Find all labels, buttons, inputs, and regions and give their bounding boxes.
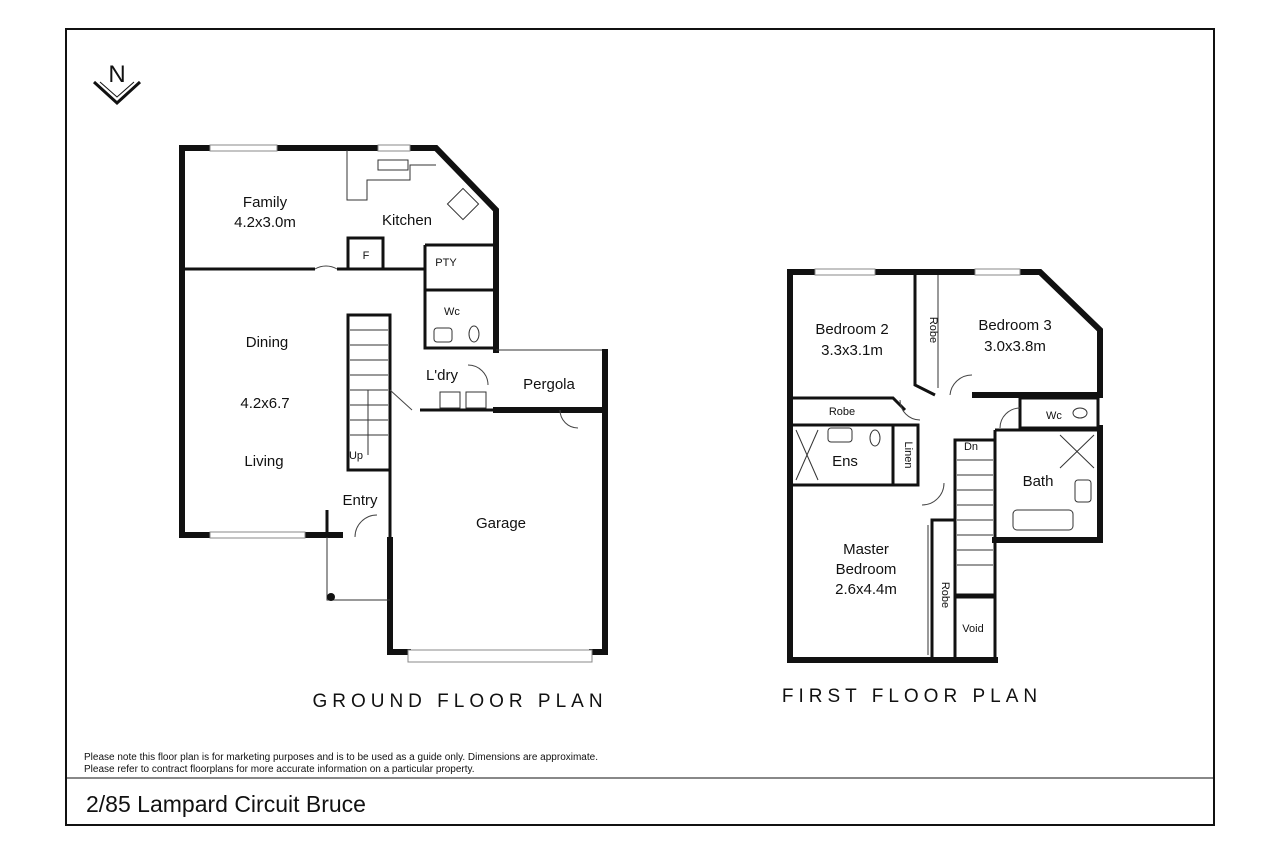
garage-label: Garage: [476, 515, 526, 532]
kitchen-label: Kitchen: [382, 212, 432, 229]
door-swing: [921, 482, 945, 506]
bedroom3-size: 3.0x3.8m: [984, 338, 1046, 355]
cooktop: [446, 187, 480, 221]
garage-east-wall: [589, 349, 608, 655]
fridge-label: F: [363, 250, 370, 262]
window: [974, 268, 1021, 276]
first-stair-treads: [957, 459, 993, 566]
laundry-tub: [465, 391, 487, 409]
first-floor-title: FIRST FLOOR PLAN: [782, 686, 1042, 707]
bath-east-wall: [992, 425, 1103, 543]
robe-b3-label: Robe: [927, 317, 939, 343]
laundry-label: L'dry: [426, 367, 459, 384]
disclaimer-line-2: Please refer to contract floorplans for …: [84, 764, 475, 775]
bedroom-divider: [913, 272, 936, 397]
toilet: [468, 325, 480, 343]
ground-floor-title: GROUND FLOOR PLAN: [312, 691, 607, 712]
door-swing: [999, 407, 1021, 429]
garage-front-wall: [387, 537, 411, 655]
stair-treads: [350, 329, 388, 455]
property-address: 2/85 Lampard Circuit Bruce: [86, 791, 366, 817]
porch-post: [327, 593, 335, 601]
ground-west-wall: [179, 145, 213, 538]
dining-label: Dining: [246, 334, 289, 351]
north-arrow-icon: N: [92, 61, 142, 106]
kitchen-sink: [377, 159, 409, 171]
door-swing: [354, 514, 378, 538]
bedroom2-size: 3.3x3.1m: [821, 342, 883, 359]
family-size: 4.2x3.0m: [234, 214, 296, 231]
void-label: Void: [962, 623, 983, 635]
bedroom2-label: Bedroom 2: [815, 321, 888, 338]
garage-door: [407, 649, 593, 663]
first-stairs: [953, 438, 997, 597]
stairs-down-label: Dn: [964, 441, 978, 453]
door-swing: [467, 364, 489, 386]
door-swing: [314, 265, 338, 270]
pantry-label: PTY: [435, 257, 457, 269]
master-robe-wall: [930, 518, 955, 660]
first-northeast-wall: [1017, 269, 1103, 398]
window: [209, 144, 278, 152]
family-label: Family: [243, 194, 288, 211]
ground-northeast-wall: [407, 145, 499, 353]
first-wc-label: Wc: [1046, 410, 1062, 422]
door-swing: [949, 374, 973, 396]
linen-label: Linen: [902, 442, 914, 469]
shower-cross: [1059, 434, 1095, 469]
ensuite-label: Ens: [832, 453, 858, 470]
sheet-border: [65, 28, 1215, 826]
ensuite-basin: [827, 427, 853, 443]
basin: [433, 327, 453, 343]
wc-walls: [423, 288, 498, 350]
porch-outline: [326, 537, 390, 601]
ensuite-toilet: [869, 429, 881, 447]
dining-living-size: 4.2x6.7: [240, 395, 289, 412]
door-swing: [389, 389, 413, 411]
door-swing: [559, 409, 579, 429]
first-toilet: [1072, 407, 1088, 419]
fridge: [346, 236, 385, 271]
window: [814, 268, 876, 276]
north-label: N: [108, 61, 125, 88]
entry-label: Entry: [342, 492, 378, 509]
disclaimer-line-1: Please note this floor plan is for marke…: [84, 752, 598, 763]
bath-basin: [1074, 479, 1092, 503]
master-size: 2.6x4.4m: [835, 581, 897, 598]
laundry-sink: [439, 391, 461, 409]
bathtub: [1012, 509, 1074, 531]
master-label: Master: [843, 541, 889, 558]
living-label: Living: [244, 453, 283, 470]
first-wc-walls: [1018, 396, 1100, 430]
robe-master-label: Robe: [939, 582, 951, 608]
first-floor-plan: Robe Robe Ens Linen Wc Bath: [787, 268, 1103, 663]
window: [377, 144, 411, 152]
master-label-2: Bedroom: [836, 561, 897, 578]
wc-label: Wc: [444, 306, 460, 318]
kitchen-bench: [346, 150, 436, 201]
ground-floor-plan: F PTY Wc Up: [179, 144, 608, 663]
door-swing: [899, 399, 921, 421]
window: [209, 531, 306, 539]
shower-cross: [795, 429, 819, 481]
robe-b2-label: Robe: [829, 406, 855, 418]
stairs: [346, 313, 392, 472]
bedroom3-label: Bedroom 3: [978, 317, 1051, 334]
stairs-up-label: Up: [349, 450, 363, 462]
pergola-label: Pergola: [523, 376, 575, 393]
bath-label: Bath: [1023, 473, 1054, 490]
first-west-wall: [787, 269, 818, 663]
